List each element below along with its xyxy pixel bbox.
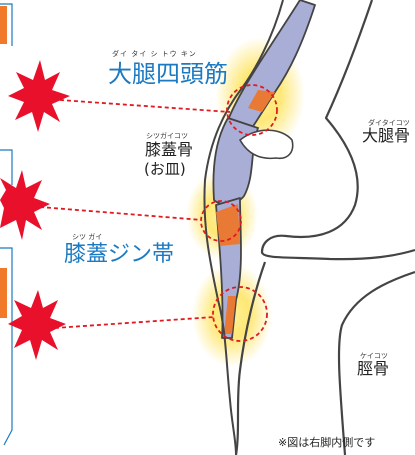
diagram-note: ※図は右脚内側です [278, 437, 375, 448]
patella-sub-label: (お皿) [144, 162, 186, 177]
quadriceps-ruby: ダイ タイ シ トウ キン [112, 49, 197, 59]
burst-icon [8, 60, 70, 132]
burst-icon [0, 170, 50, 240]
pain-bursts [0, 60, 70, 360]
tibia-label: 脛骨 [357, 361, 389, 377]
patella-label: 膝蓋骨 [145, 142, 193, 158]
quadriceps-label: 大腿四頭筋 [108, 62, 228, 86]
ligament-ruby: シツ ガイ [72, 232, 102, 242]
ligament-label: 膝蓋ジン帯 [64, 244, 174, 266]
burst-icon [8, 290, 66, 360]
femur-label: 大腿骨 [362, 128, 410, 144]
